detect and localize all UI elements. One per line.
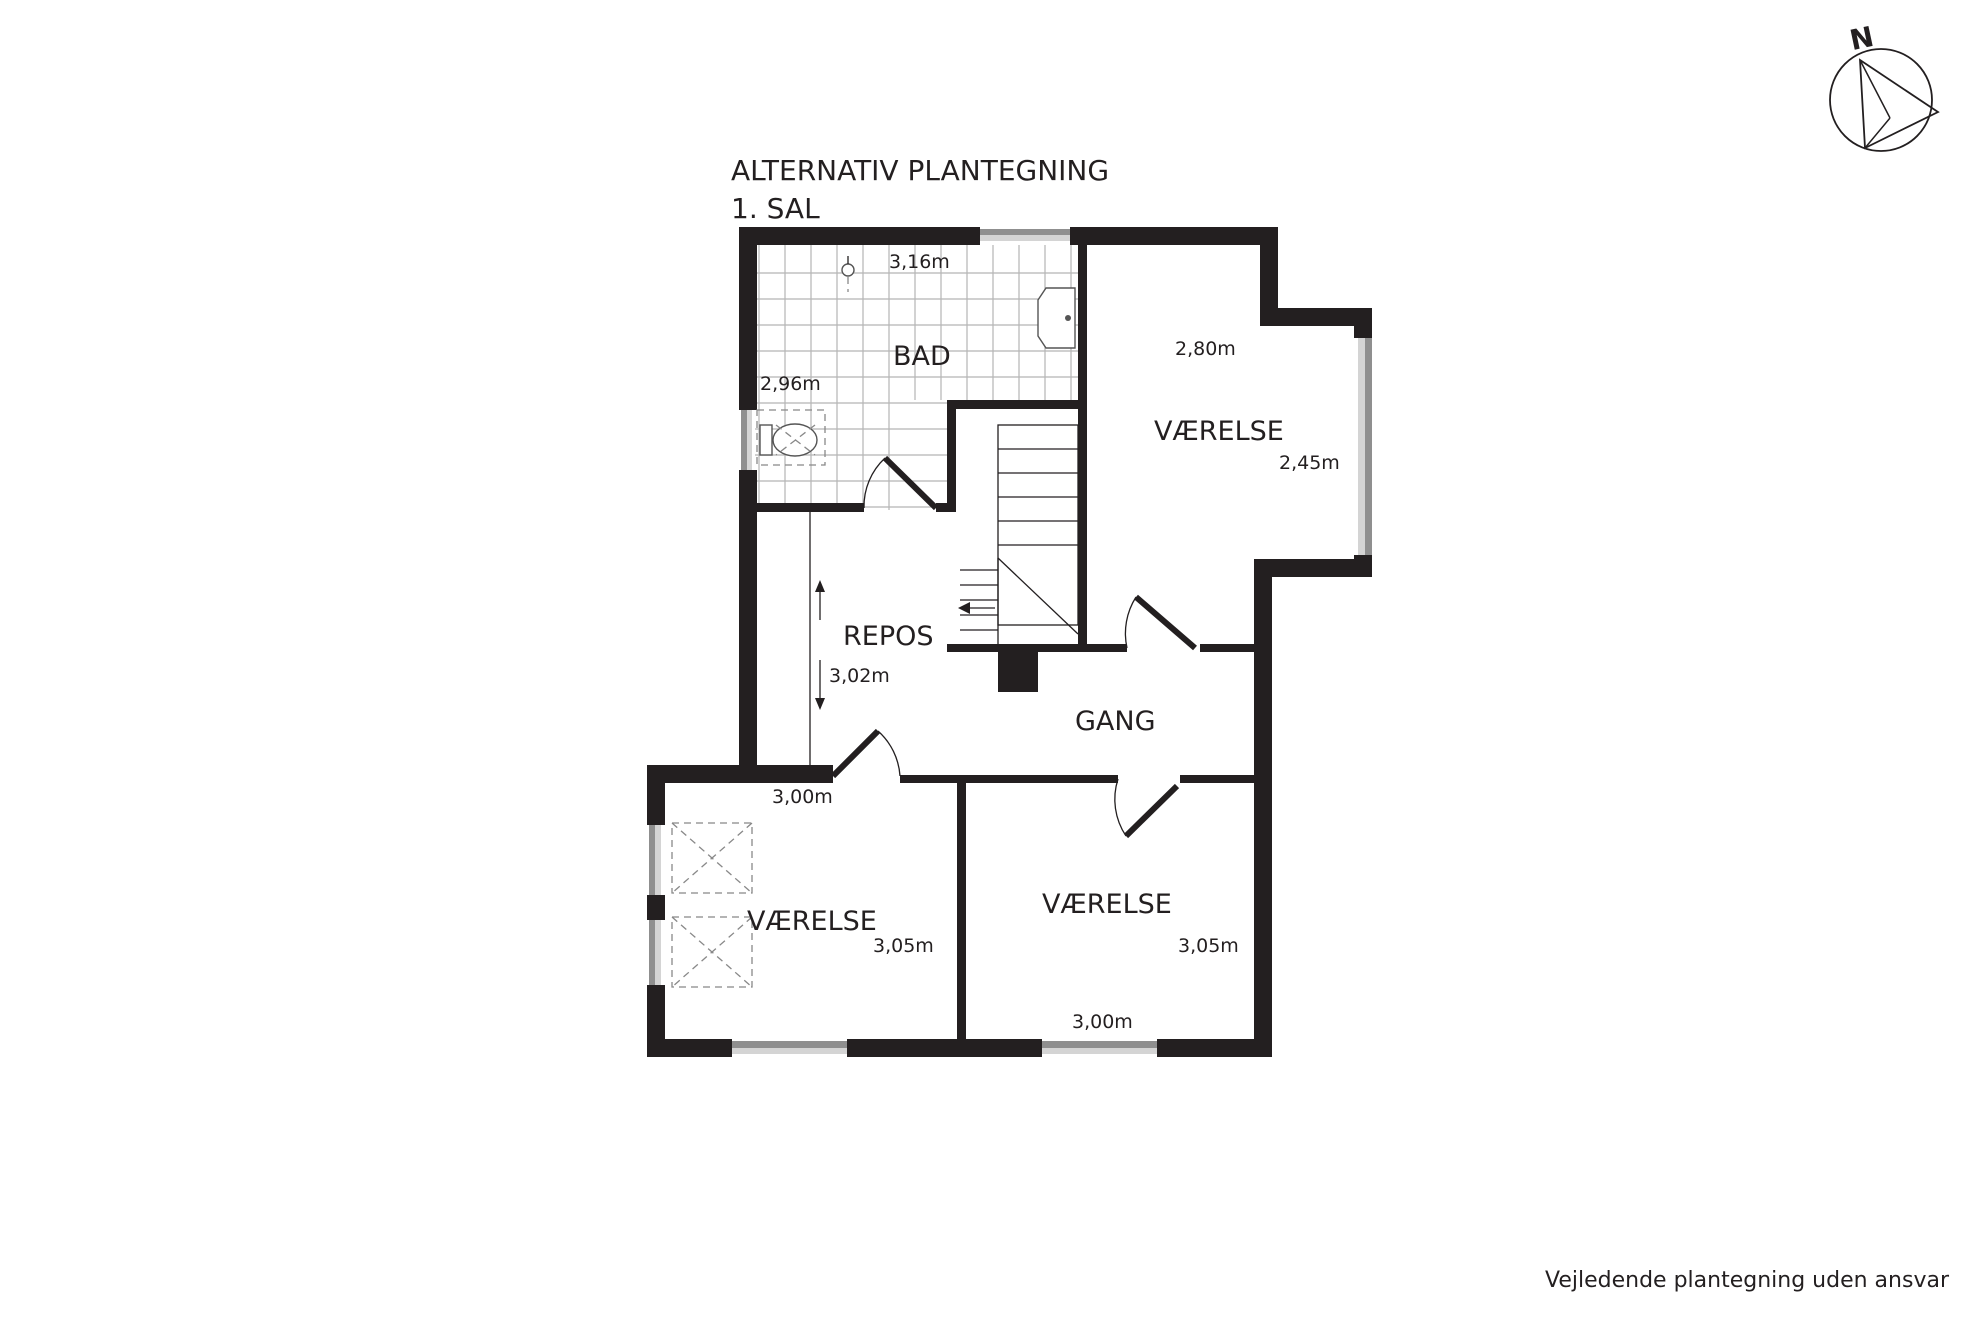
disclaimer-text: Vejledende plantegning uden ansvar	[1545, 1268, 1950, 1293]
shower-head-icon	[841, 256, 855, 292]
walls	[647, 227, 1372, 1057]
room-label-vaerelse-ne: VÆRELSE	[1154, 416, 1284, 447]
dim-vaerelse-se-depth: 3,05m	[1178, 935, 1239, 957]
north-arrow-icon: N	[1829, 20, 1940, 152]
dim-vaerelse-sw-width: 3,00m	[772, 786, 833, 808]
doors	[830, 455, 1197, 839]
room-label-vaerelse-se: VÆRELSE	[1042, 889, 1172, 920]
toilet-icon	[756, 409, 826, 466]
dim-vaerelse-ne-depth: 2,45m	[1279, 452, 1340, 474]
dim-vaerelse-se-width: 3,00m	[1072, 1011, 1133, 1033]
staircase	[958, 424, 1079, 648]
windows	[649, 229, 1372, 1054]
dim-bad-width: 3,16m	[889, 251, 950, 273]
compass-label: N	[1847, 20, 1877, 57]
room-label-repos: REPOS	[843, 621, 934, 652]
room-label-bad: BAD	[893, 341, 951, 372]
room-label-gang: GANG	[1075, 706, 1156, 737]
dim-vaerelse-sw-depth: 3,05m	[873, 935, 934, 957]
skylights	[671, 822, 753, 988]
dim-vaerelse-ne-width: 2,80m	[1175, 338, 1236, 360]
plan-subtitle: 1. SAL	[731, 192, 820, 225]
sink-icon	[1037, 287, 1076, 349]
room-label-vaerelse-sw: VÆRELSE	[747, 906, 877, 937]
dim-repos-length: 3,02m	[829, 665, 890, 687]
stair-direction-arrows	[809, 512, 825, 765]
dim-bad-depth: 2,96m	[760, 373, 821, 395]
plan-title: ALTERNATIV PLANTEGNING	[731, 154, 1109, 187]
